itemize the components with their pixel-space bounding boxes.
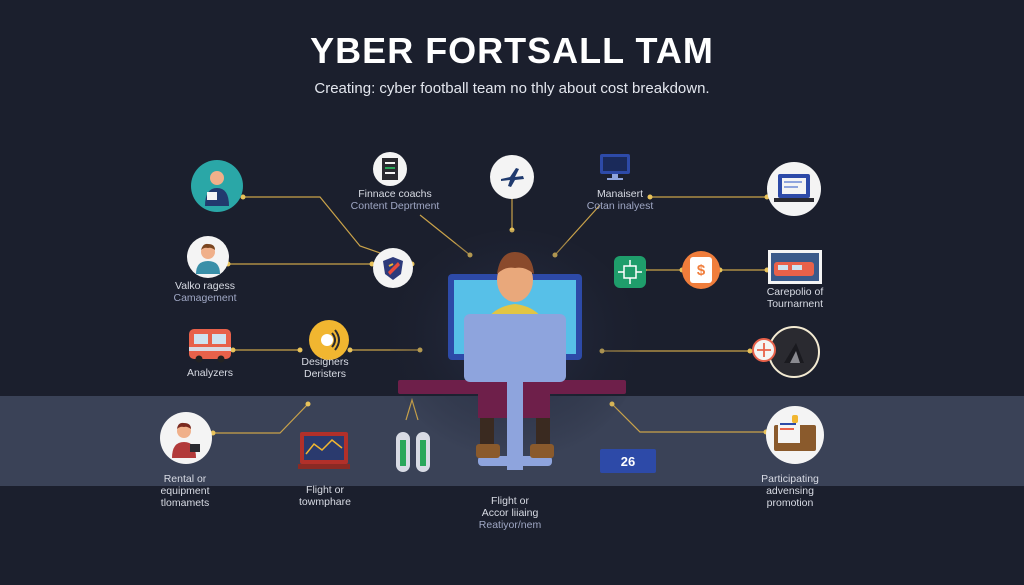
chair-post <box>507 342 523 470</box>
connector <box>213 403 309 434</box>
bus-photo-icon <box>768 250 822 284</box>
label-line: Finnace coachs <box>358 188 432 200</box>
label-analyzers: Analyzers <box>160 367 260 379</box>
laptop-icon <box>767 162 821 216</box>
label-line: Content Deprtment <box>350 200 440 212</box>
label-line: towmphare <box>299 496 351 508</box>
label-valko: Valko ragess Camagement <box>150 280 260 304</box>
label-finance: Finnace coachs Content Deprtment <box>340 188 450 212</box>
label-tournament: Carepolio of Tournarnent <box>740 286 850 310</box>
label-line: Tournarnent <box>766 298 824 310</box>
label-line: Participating <box>761 473 819 485</box>
label-line: Designers <box>301 356 349 368</box>
label-line: Camagement <box>173 292 237 304</box>
airplane-icon <box>490 155 534 199</box>
label-center: Flight or Accor liiaing Reatiyor/nem <box>455 495 565 531</box>
person-icon <box>191 160 243 212</box>
tickets-icon <box>394 428 432 474</box>
label-flight: Flight or towmphare <box>270 484 380 508</box>
monitor-icon <box>298 430 350 472</box>
label-line: promotion <box>766 497 814 509</box>
page-subtitle: Creating: cyber football team no thly ab… <box>314 80 710 97</box>
label-management: Manaisert Cotan inalyest <box>565 188 675 212</box>
shield-icon <box>373 248 413 288</box>
bus-icon <box>187 327 233 363</box>
label-line: Manaisert <box>596 188 644 200</box>
label-rental: Rental or equipment tlomamets <box>130 473 240 509</box>
label-line: Carepolio of <box>766 286 824 298</box>
label-line: Reatiyor/nem <box>478 519 542 531</box>
player-icon <box>160 412 212 464</box>
label-line: Flight or <box>491 495 529 507</box>
dollar-badge: $ <box>690 257 712 283</box>
label-line: Valko ragess <box>175 280 235 292</box>
sound-icon <box>309 320 349 360</box>
document-icon <box>373 152 407 186</box>
label-line: Deristers <box>303 368 346 380</box>
page-title: YBER FORTSALL TAM <box>310 30 714 71</box>
label-promotion: Participating advensing promotion <box>735 473 845 509</box>
circuit-icon <box>614 256 646 288</box>
calendar-icon <box>766 406 824 464</box>
label-line: Accor liiaing <box>481 507 539 519</box>
label-line: Flight or <box>306 484 344 496</box>
label-designers: Designers Deristers <box>275 356 375 380</box>
label-line: equipment <box>160 485 210 497</box>
label-line: Cotan inalyest <box>586 200 654 212</box>
label-line: tlomamets <box>160 497 210 509</box>
central-player-illustration <box>390 230 640 470</box>
player-head <box>497 258 533 302</box>
number-badge: 26 <box>600 449 656 473</box>
player-hair <box>497 252 534 274</box>
connector <box>611 403 766 433</box>
avatar-icon <box>187 236 229 278</box>
ball-icon <box>752 338 776 362</box>
label-line: Rental or <box>163 473 207 485</box>
label-line: Analyzers <box>186 367 234 379</box>
label-line: advensing <box>766 485 814 497</box>
dollar-icon: $ <box>682 251 720 289</box>
computer-icon <box>598 152 632 182</box>
briefcase-icon <box>768 326 820 378</box>
